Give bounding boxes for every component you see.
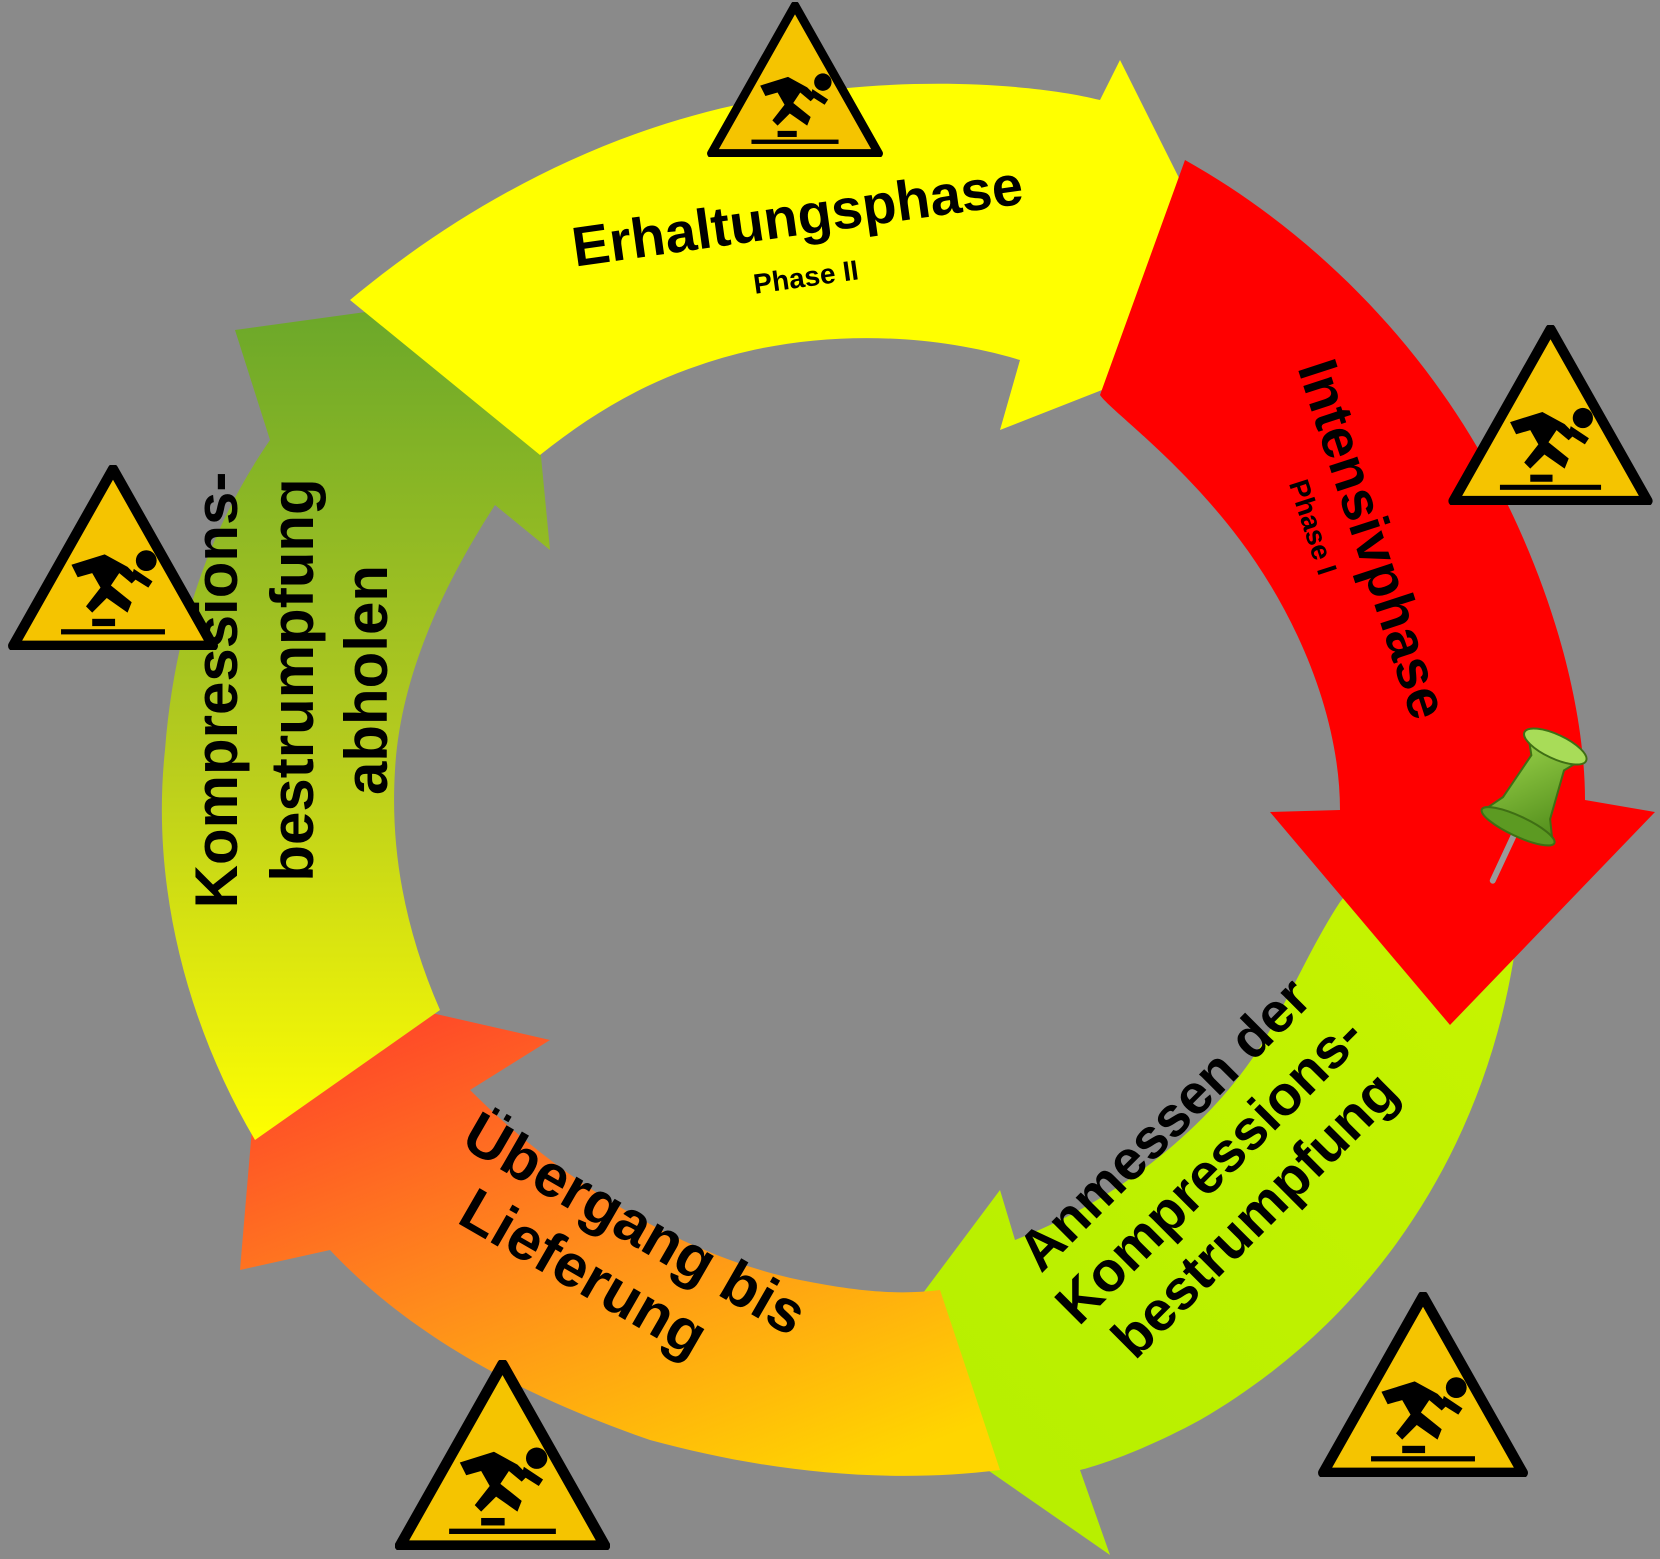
abholen-line1: Kompressions-: [183, 472, 250, 909]
segment-uebergang: [240, 975, 1000, 1476]
segment-anmessen: [858, 818, 1520, 1555]
abholen-line3: abholen: [333, 565, 400, 795]
pushpin-icon: [1480, 727, 1588, 884]
segment-abholen: [161, 290, 550, 1140]
segment-erhaltung: [350, 60, 1255, 455]
warning-icon-bottom-right: [1323, 1296, 1523, 1473]
warning-icon-top: [711, 5, 878, 153]
abholen-label-group: Kompressions- bestrumpfung abholen: [183, 472, 400, 909]
abholen-line2: bestrumpfung: [259, 478, 326, 881]
warning-icon-right: [1453, 329, 1647, 501]
